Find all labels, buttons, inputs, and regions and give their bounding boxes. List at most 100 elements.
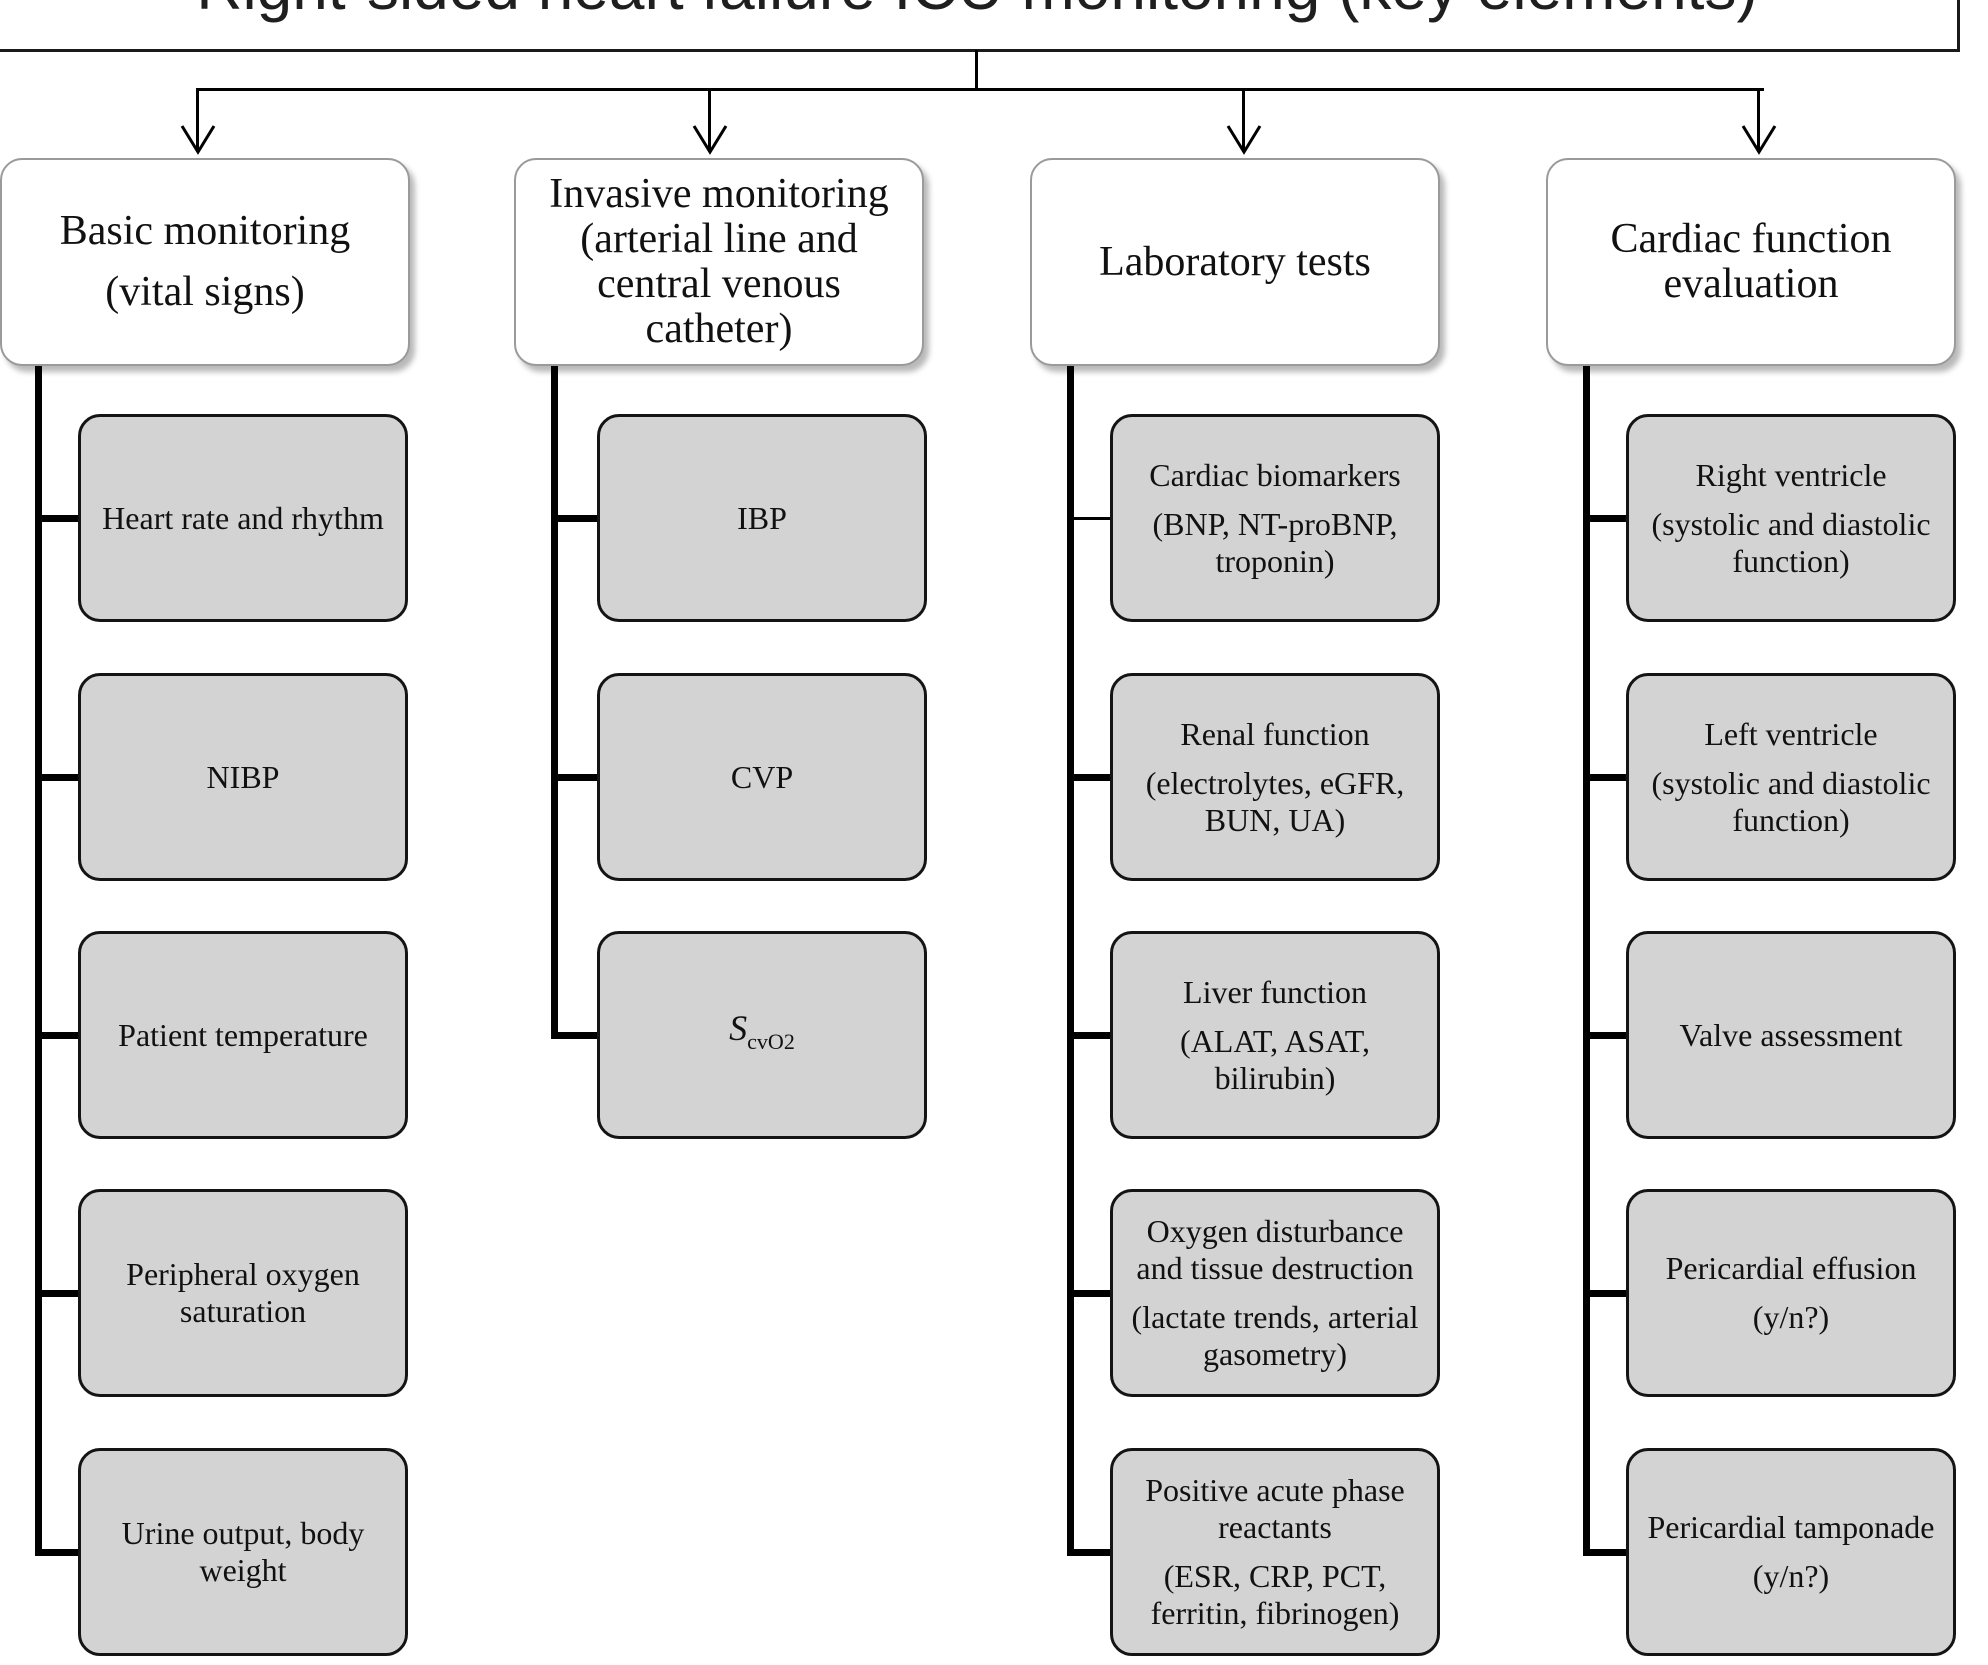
column-header-line: Laboratory tests bbox=[1099, 238, 1371, 285]
arrow-down-icon bbox=[1226, 125, 1262, 155]
arrow-down-icon bbox=[180, 125, 216, 155]
item-main-text: Renal function bbox=[1180, 715, 1370, 752]
branch-line bbox=[1067, 1290, 1112, 1297]
column-spine-line bbox=[35, 366, 42, 1556]
item-main-text: Pericardial tamponade bbox=[1647, 1509, 1935, 1545]
arrow-down-icon bbox=[692, 125, 728, 155]
monitoring-item-box: CVP bbox=[597, 673, 927, 881]
column-header-line: Basic monitoring bbox=[59, 208, 351, 254]
monitoring-item-box: Valve assessment bbox=[1626, 931, 1956, 1139]
arrow-down-icon bbox=[1741, 125, 1777, 155]
column-header: Laboratory tests bbox=[1030, 158, 1440, 366]
branch-line bbox=[1067, 517, 1112, 520]
item-sub-text: (systolic and diastolic function) bbox=[1651, 764, 1931, 838]
item-main-text: Patient temperature bbox=[118, 1016, 368, 1053]
monitoring-item-box: Pericardial effusion (y/n?) bbox=[1626, 1189, 1956, 1397]
monitoring-item-box: Pericardial tamponade (y/n?) bbox=[1626, 1448, 1956, 1656]
branch-line bbox=[1583, 774, 1628, 781]
column-drop-line bbox=[196, 88, 199, 152]
branch-line bbox=[35, 1032, 80, 1039]
branch-line bbox=[1067, 1549, 1112, 1556]
scvo2-label: ScvO2 bbox=[729, 1010, 795, 1060]
branch-line bbox=[1583, 1290, 1628, 1297]
column-header-line: evaluation bbox=[1663, 261, 1839, 307]
monitoring-item-box: Positive acute phase reactants (ESR, CRP,… bbox=[1110, 1448, 1440, 1656]
column-header-text: Laboratory tests bbox=[1099, 238, 1371, 285]
item-sub-text: (lactate trends, arterial gasometry) bbox=[1131, 1299, 1419, 1372]
branch-line bbox=[1583, 515, 1628, 522]
monitoring-item-box: Urine output, body weight bbox=[78, 1448, 408, 1656]
monitoring-item-box: Heart rate and rhythm bbox=[78, 414, 408, 622]
item-sub-text: (ALAT, ASAT, bilirubin) bbox=[1180, 1022, 1370, 1096]
monitoring-item-box: NIBP bbox=[78, 673, 408, 881]
item-main-text: Right ventricle bbox=[1695, 456, 1887, 493]
item-main-text: CVP bbox=[730, 758, 794, 795]
item-sub-text: (y/n?) bbox=[1752, 1299, 1830, 1335]
branch-line bbox=[1583, 1032, 1628, 1039]
monitoring-item-box: Oxygen disturbance and tissue destructio… bbox=[1110, 1189, 1440, 1397]
column-header-line: central venous bbox=[597, 261, 841, 307]
column-drop-line bbox=[708, 88, 711, 152]
column-drop-line bbox=[1242, 88, 1245, 152]
branch-line bbox=[1583, 1549, 1628, 1556]
column-header-line: catheter) bbox=[645, 306, 793, 352]
branch-line bbox=[35, 774, 80, 781]
column-spine-line bbox=[551, 366, 558, 1039]
item-sub-text: (y/n?) bbox=[1752, 1558, 1830, 1594]
diagram-title: Right-sided heart failure ICU monitoring… bbox=[196, 0, 1758, 19]
branch-line bbox=[1067, 774, 1112, 781]
branch-line bbox=[551, 774, 599, 781]
item-main-text: Peripheral oxygen saturation bbox=[126, 1256, 360, 1329]
monitoring-item-box: Left ventricle (systolic and diastolic fu… bbox=[1626, 673, 1956, 881]
item-sub-text: (systolic and diastolic function) bbox=[1651, 505, 1931, 579]
item-main-text: Pericardial effusion bbox=[1665, 1250, 1917, 1286]
monitoring-item-box: Patient temperature bbox=[78, 931, 408, 1139]
item-main-text: Oxygen disturbance and tissue destructio… bbox=[1136, 1213, 1414, 1286]
arrow-head bbox=[180, 125, 216, 155]
item-main-text: IBP bbox=[737, 499, 787, 536]
item-main-text: NIBP bbox=[206, 758, 280, 795]
branch-line bbox=[1067, 1032, 1112, 1039]
symbol-subscript: cvO2 bbox=[747, 1029, 795, 1054]
column-drop-line bbox=[1757, 88, 1760, 152]
arrow-head bbox=[1741, 125, 1777, 155]
item-sub-text: (electrolytes, eGFR, BUN, UA) bbox=[1145, 764, 1405, 838]
branch-line bbox=[35, 1290, 80, 1297]
monitoring-item-box: IBP bbox=[597, 414, 927, 622]
arrow-head bbox=[1226, 125, 1262, 155]
item-main-text: Heart rate and rhythm bbox=[102, 499, 384, 536]
item-main-text: Urine output, body weight bbox=[121, 1515, 365, 1588]
monitoring-item-box: Right ventricle (systolic and diastolic f… bbox=[1626, 414, 1956, 622]
column-header-line: (arterial line and bbox=[580, 216, 858, 262]
column-header-text: Basic monitoring (vital signs) bbox=[60, 209, 350, 315]
item-main-text: Cardiac biomarkers bbox=[1149, 456, 1401, 493]
branch-line bbox=[35, 515, 80, 522]
item-sub-text: (ESR, CRP, PCT, ferritin, fibrinogen) bbox=[1150, 1558, 1400, 1631]
column-spine-line bbox=[1067, 366, 1074, 1556]
monitoring-item-box: ScvO2 bbox=[597, 931, 927, 1139]
item-main-text: Left ventricle bbox=[1704, 715, 1878, 752]
arrow-head bbox=[692, 125, 728, 155]
item-main-text: Positive acute phase reactants bbox=[1145, 1472, 1405, 1545]
branch-line bbox=[35, 1549, 80, 1556]
branch-line bbox=[551, 515, 599, 522]
item-main-text: Valve assessment bbox=[1679, 1016, 1903, 1053]
item-main-text: Liver function bbox=[1183, 973, 1367, 1010]
column-header-line: Invasive monitoring bbox=[549, 171, 889, 217]
item-sub-text: (BNP, NT-proBNP, troponin) bbox=[1152, 505, 1398, 579]
column-spine-line bbox=[1583, 366, 1590, 1556]
column-header-line: (vital signs) bbox=[105, 269, 305, 315]
column-header-line: Cardiac function bbox=[1610, 216, 1892, 262]
monitoring-item-box: Renal function (electrolytes, eGFR, BUN, … bbox=[1110, 673, 1440, 881]
monitoring-item-box: Cardiac biomarkers (BNP, NT-proBNP, tropo… bbox=[1110, 414, 1440, 622]
top-bus-line bbox=[196, 88, 1764, 91]
monitoring-item-box: Liver function (ALAT, ASAT, bilirubin) bbox=[1110, 931, 1440, 1139]
monitoring-item-box: Peripheral oxygen saturation bbox=[78, 1189, 408, 1397]
branch-line bbox=[551, 1032, 599, 1039]
column-header: Basic monitoring (vital signs) bbox=[0, 158, 410, 366]
